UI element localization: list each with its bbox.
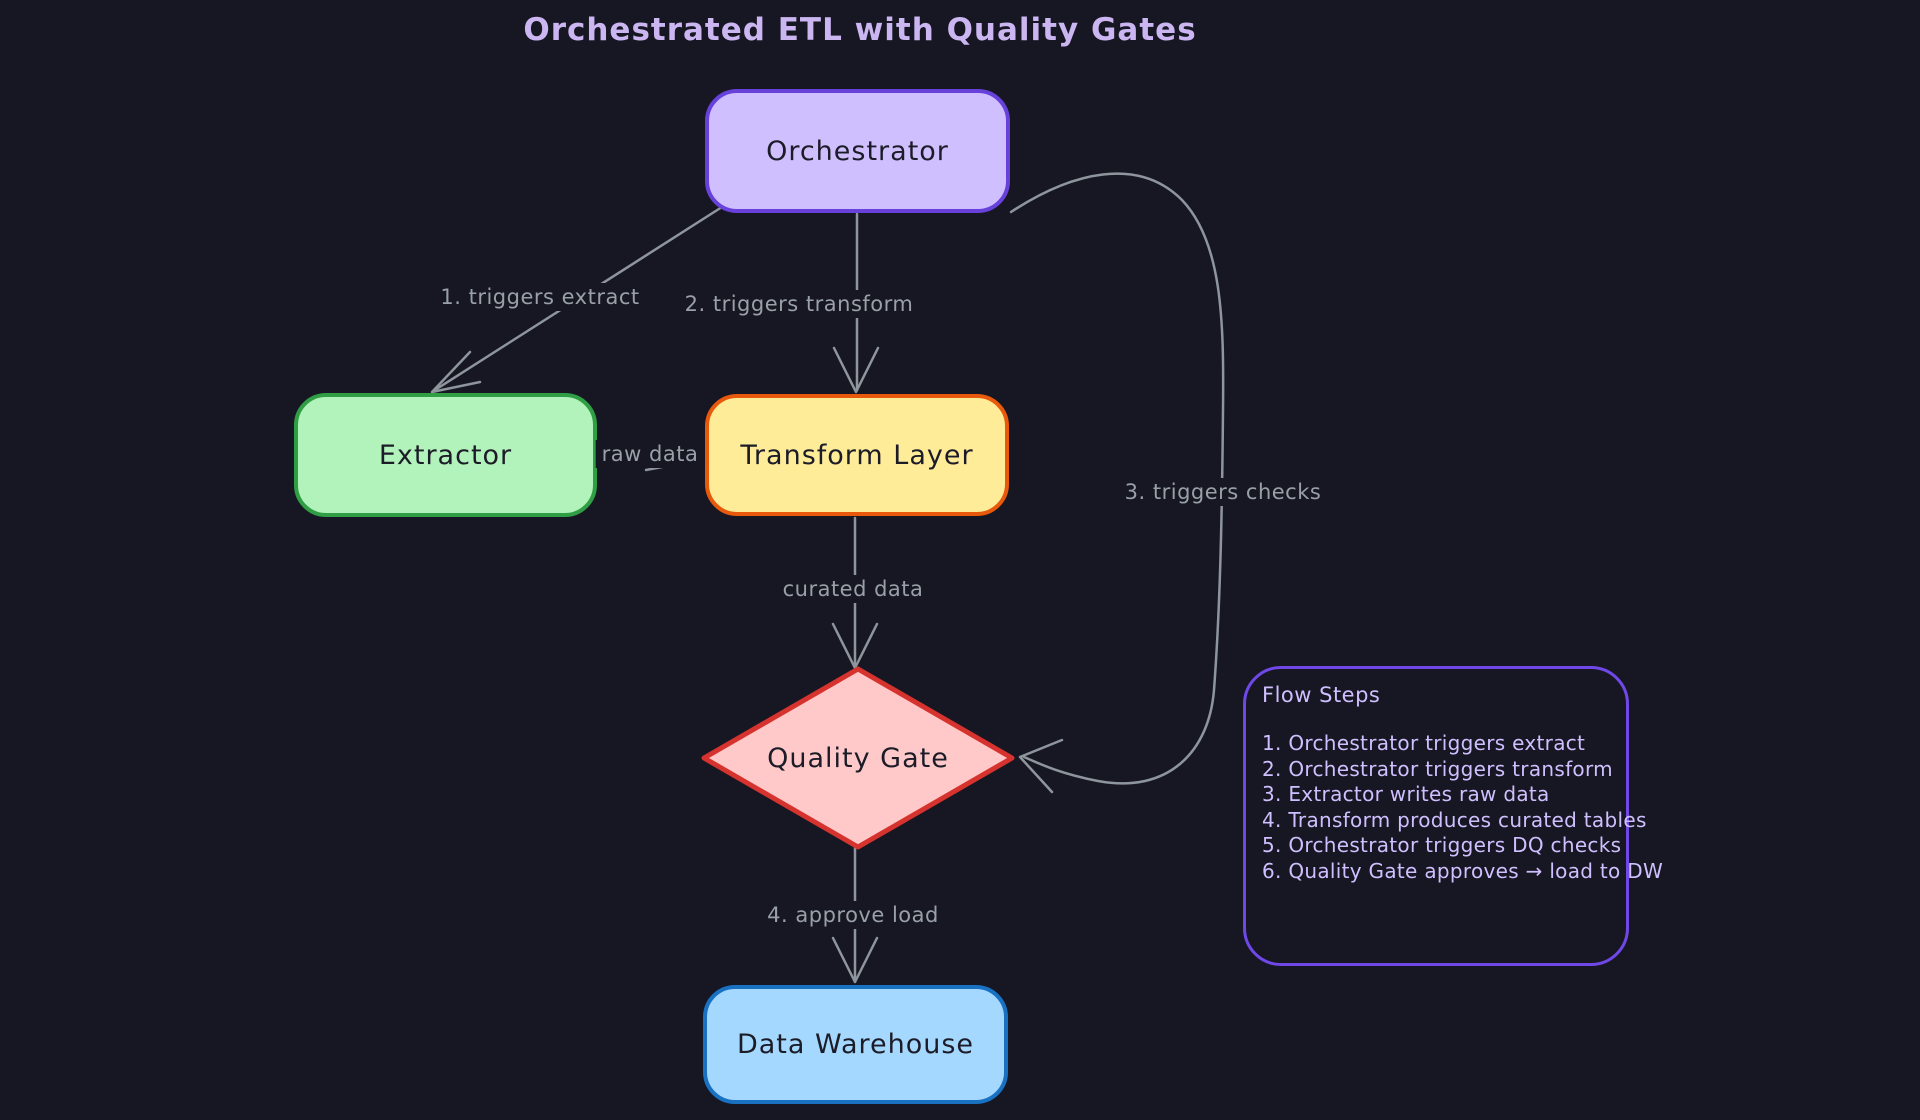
- node-quality-gate: Quality Gate: [693, 660, 1023, 856]
- flow-step: 4. Transform produces curated tables: [1262, 807, 1647, 832]
- node-orchestrator: Orchestrator: [705, 89, 1010, 213]
- node-quality-gate-shape: [701, 666, 1015, 850]
- flow-step: 2. Orchestrator triggers transform: [1262, 756, 1613, 781]
- flow-steps-panel: Flow Steps 1. Orchestrator triggers extr…: [1243, 666, 1663, 966]
- edge-label-triggers-checks: 3. triggers checks: [1118, 478, 1328, 506]
- flow-step: 1. Orchestrator triggers extract: [1262, 731, 1586, 755]
- flow-step: 3. Extractor writes raw data: [1262, 782, 1550, 806]
- node-quality-gate-label: Quality Gate: [767, 742, 949, 774]
- node-data-warehouse-label: Data Warehouse: [736, 1029, 975, 1060]
- node-transform-layer-label: Transform Layer: [740, 439, 974, 471]
- edge-label-raw-data: raw data: [595, 440, 705, 468]
- node-extractor: Extractor: [294, 393, 597, 517]
- node-extractor-label: Extractor: [378, 439, 513, 471]
- flow-steps-title: Flow Steps: [1262, 683, 1381, 707]
- node-orchestrator-label: Orchestrator: [766, 135, 949, 167]
- page-title: Orchestrated ETL with Quality Gates: [523, 12, 1197, 48]
- edge-label-approve-load: 4. approve load: [761, 901, 945, 929]
- edge-label-triggers-transform: 2. triggers transform: [678, 290, 920, 318]
- flow-step: 5. Orchestrator triggers DQ checks: [1262, 833, 1622, 857]
- node-data-warehouse: Data Warehouse: [703, 985, 1008, 1104]
- edge-label-triggers-extract: 1. triggers extract: [434, 283, 646, 311]
- flow-step: 6. Quality Gate approves → load to DW: [1262, 858, 1664, 883]
- node-transform-layer: Transform Layer: [705, 394, 1009, 516]
- edge-label-curated-data: curated data: [776, 575, 930, 603]
